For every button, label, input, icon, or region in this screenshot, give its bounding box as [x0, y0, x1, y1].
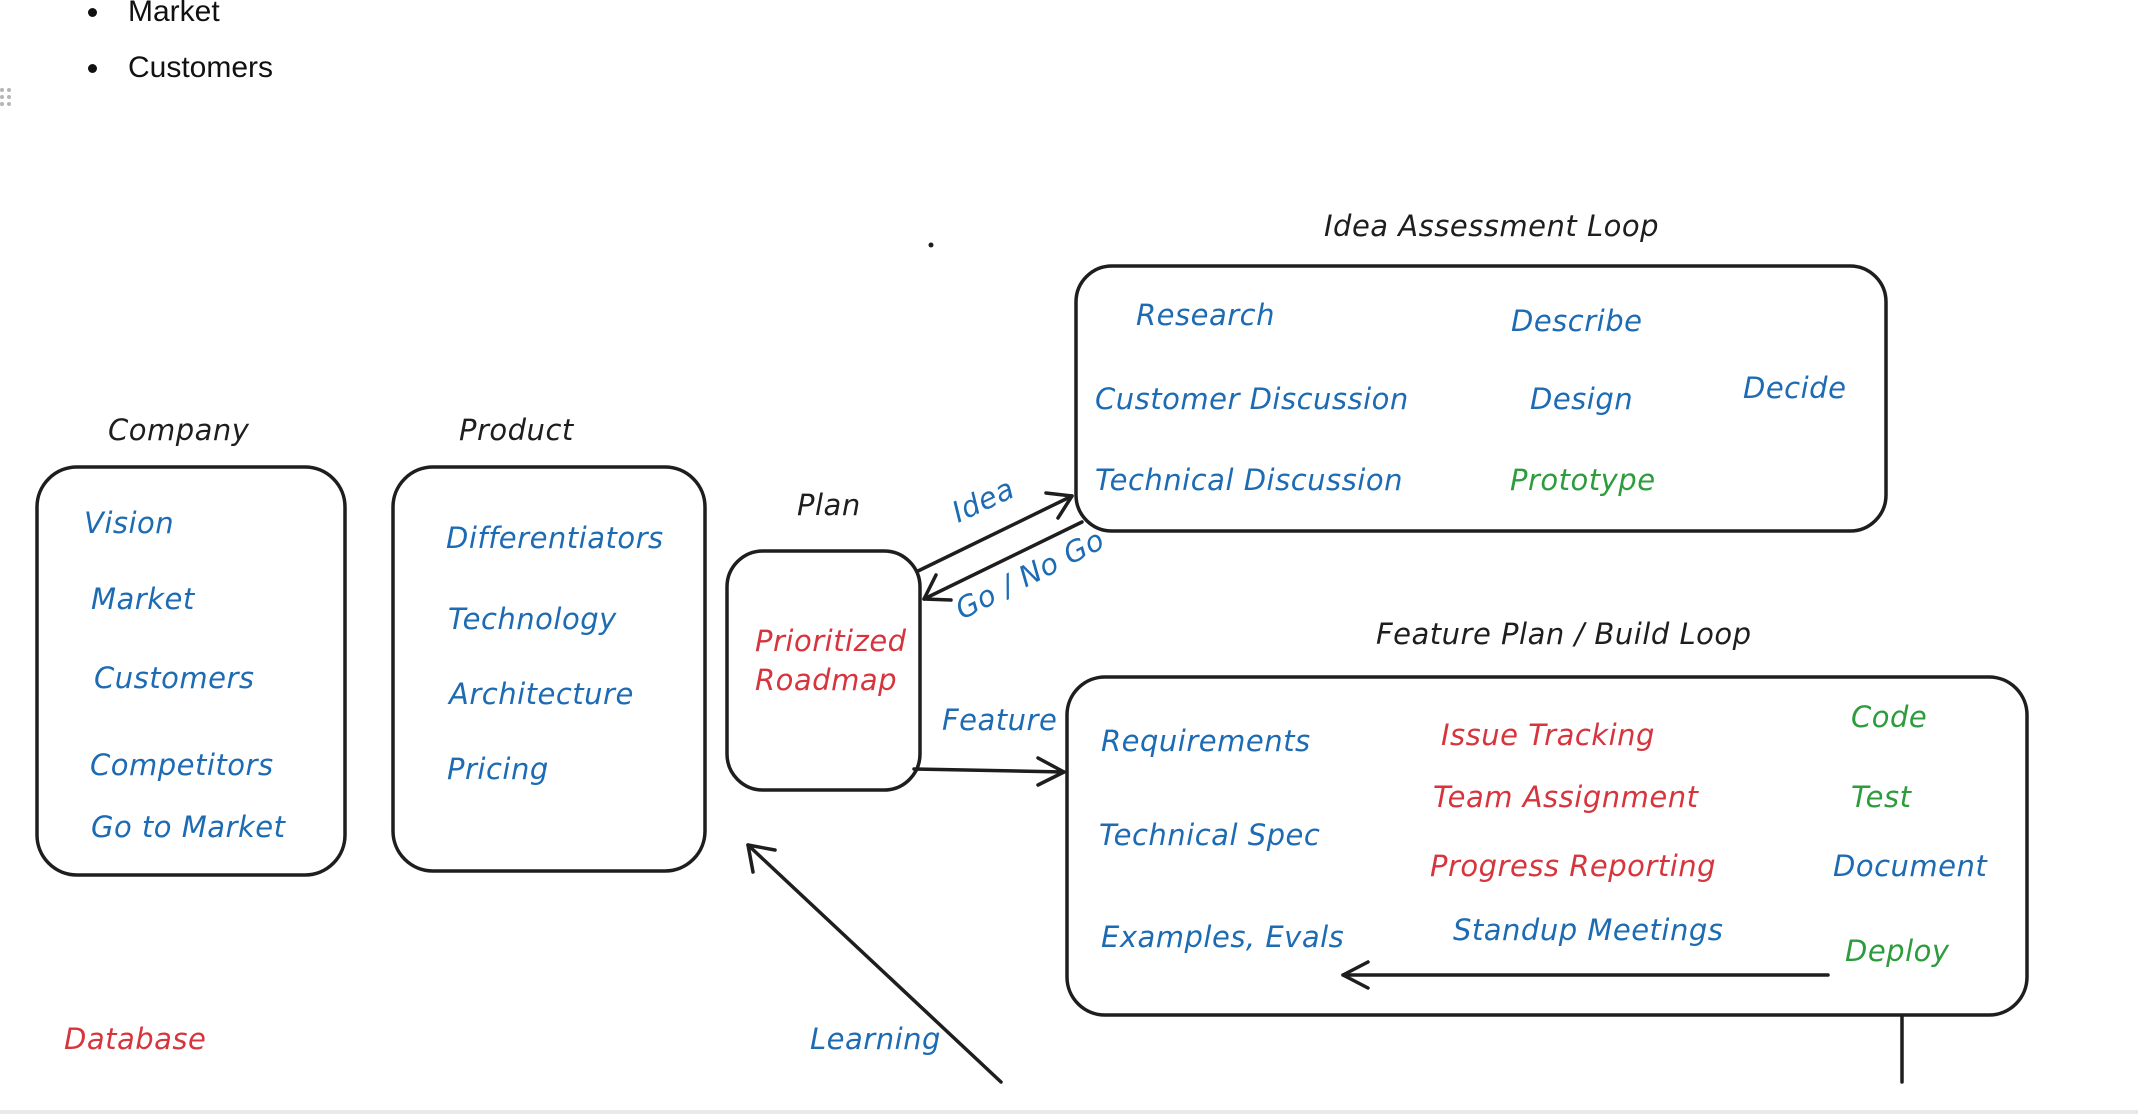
bullet-item-market: Market — [85, 0, 273, 40]
deploy-loop-arrow[interactable] — [1341, 960, 1830, 990]
product-item-technology: Technology — [448, 602, 617, 636]
feature-item-deploy: Deploy — [1845, 934, 1950, 968]
idea-item-prototype: Prototype — [1510, 463, 1656, 497]
idea-arrow[interactable] — [916, 491, 1074, 573]
idea-arrow-label: Idea — [947, 471, 1020, 529]
feature-item-code: Code — [1851, 700, 1927, 734]
feature-item-progress-reporting: Progress Reporting — [1430, 849, 1716, 883]
go-no-go-arrow[interactable] — [922, 520, 1084, 602]
feature-item-examples-evals: Examples, Evals — [1101, 920, 1344, 954]
idea-loop-title: Idea Assessment Loop — [1324, 209, 1659, 243]
learning-arrow[interactable] — [746, 843, 1003, 1084]
product-item-differentiators: Differentiators — [446, 521, 664, 555]
feature-arrow[interactable] — [912, 756, 1066, 787]
stray-dot — [928, 242, 934, 248]
feature-item-issue-tracking: Issue Tracking — [1441, 718, 1655, 752]
idea-item-customer-discussion: Customer Discussion — [1095, 382, 1409, 416]
company-item-go-to-market: Go to Market — [91, 810, 287, 844]
idea-item-describe: Describe — [1511, 304, 1642, 338]
feature-arrow-label: Feature — [942, 703, 1057, 737]
product-item-architecture: Architecture — [447, 677, 634, 711]
plan-box[interactable] — [725, 549, 922, 792]
company-box[interactable] — [35, 465, 347, 877]
product-title: Product — [459, 413, 575, 447]
product-box[interactable] — [391, 465, 707, 873]
feature-loop-box[interactable] — [1065, 675, 2029, 1017]
drag-handle-icon[interactable] — [0, 88, 14, 110]
learning-arrow-label: Learning — [810, 1022, 941, 1056]
bullet-item-customers: Customers — [85, 40, 273, 96]
plan-item-prioritized: Prioritized — [755, 624, 907, 658]
bottom-scroll-edge — [0, 1110, 2138, 1114]
company-item-vision: Vision — [84, 506, 174, 540]
company-item-customers: Customers — [94, 661, 254, 695]
feature-item-document: Document — [1833, 849, 1988, 883]
idea-loop-box[interactable] — [1074, 264, 1888, 533]
idea-item-design: Design — [1530, 382, 1633, 416]
feature-loop-title: Feature Plan / Build Loop — [1376, 617, 1752, 651]
idea-item-research: Research — [1136, 298, 1275, 332]
company-item-market: Market — [91, 582, 196, 616]
product-item-pricing: Pricing — [447, 752, 549, 786]
company-item-competitors: Competitors — [90, 748, 274, 782]
bullet-list: Market Customers — [85, 0, 273, 96]
plan-title: Plan — [797, 488, 861, 522]
feature-item-technical-spec: Technical Spec — [1099, 818, 1320, 852]
feature-item-requirements: Requirements — [1101, 724, 1311, 758]
database-label: Database — [64, 1022, 206, 1056]
idea-item-technical-discussion: Technical Discussion — [1095, 463, 1403, 497]
plan-item-roadmap: Roadmap — [755, 663, 897, 697]
feature-item-standup-meetings: Standup Meetings — [1453, 913, 1723, 947]
idea-item-decide: Decide — [1743, 371, 1846, 405]
company-title: Company — [108, 413, 250, 447]
feature-item-test: Test — [1851, 780, 1913, 814]
feature-item-team-assignment: Team Assignment — [1433, 780, 1700, 814]
